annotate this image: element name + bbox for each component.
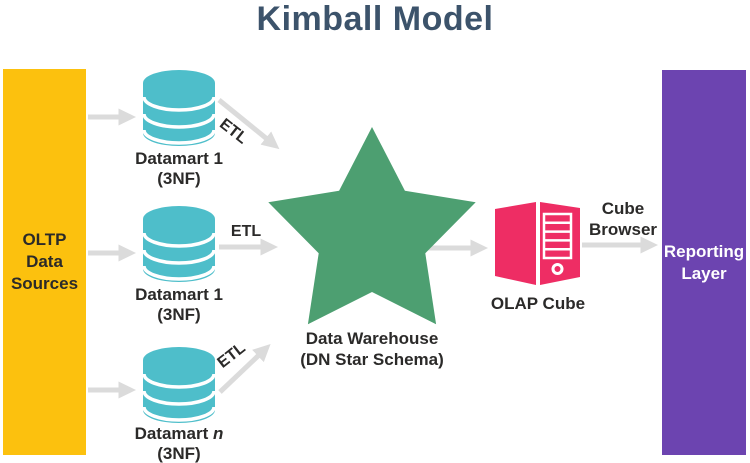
data-warehouse-label: Data Warehouse (DN Star Schema): [282, 328, 462, 370]
datamart1-database-cylinder-icon: [141, 68, 217, 148]
arrow-etl-bottom: [218, 343, 271, 394]
datamart1-label: Datamart 1 (3NF): [123, 149, 235, 189]
datamart1-sub-label: (3NF): [157, 169, 201, 188]
server-side-panel: [495, 202, 536, 285]
data-warehouse-name: Data Warehouse: [305, 329, 439, 348]
olap-cube-server-icon: [495, 202, 580, 285]
server-rack-slots: [542, 212, 573, 260]
reporting-layer-box: Reporting Layer: [662, 70, 746, 455]
arrow-etl-top: [217, 98, 280, 150]
oltp-data-sources-box: OLTP Data Sources: [3, 69, 86, 455]
datamart3-database-cylinder-icon: [141, 345, 217, 425]
etl-label-middle: ETL: [230, 223, 262, 240]
datamart1-name: Datamart 1: [135, 149, 223, 168]
datamart2-name: Datamart 1: [135, 285, 223, 304]
datamart2-label: Datamart 1 (3NF): [123, 285, 235, 325]
datamart3-label: Datamart n (3NF): [123, 424, 235, 463]
olap-cube-label: OLAP Cube: [490, 294, 586, 313]
datamart2-sub-label: (3NF): [157, 305, 201, 324]
cube-browser-line2: Browser: [588, 220, 658, 239]
datamart2-database-cylinder-icon: [141, 204, 217, 284]
datamart3-name: Datamart: [134, 424, 209, 443]
oltp-data-sources-label: OLTP Data Sources: [10, 230, 79, 293]
cube-browser-line1: Cube: [601, 199, 645, 218]
page-title: Kimball Model: [256, 0, 494, 38]
data-warehouse-schema: (DN Star Schema): [300, 350, 444, 369]
data-warehouse-star-icon: [268, 127, 476, 325]
cube-browser-label: Cube Browser: [585, 198, 661, 240]
connector-arrows: [88, 98, 658, 399]
datamart3-sub-label: (3NF): [157, 444, 201, 463]
datamart3-suffix: n: [213, 424, 224, 443]
server-power-button-icon: [551, 263, 564, 275]
reporting-layer-label: Reporting Layer: [663, 241, 745, 283]
